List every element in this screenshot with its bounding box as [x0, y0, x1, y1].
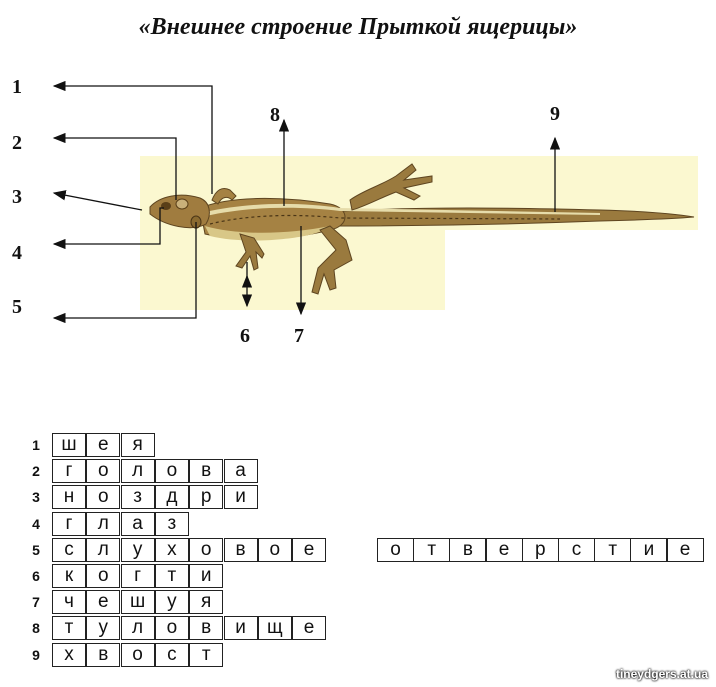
callout-6: 6 [240, 325, 250, 347]
crossword-cell: в [86, 643, 120, 667]
crossword-cell: о [155, 616, 189, 640]
crossword-cell: е [292, 538, 326, 562]
crossword-cell: о [86, 564, 120, 588]
crossword-cell: о [189, 538, 223, 562]
crossword-cell: л [121, 616, 155, 640]
callout-4: 4 [12, 242, 22, 264]
crossword-cell: о [86, 459, 120, 483]
crossword-cell: я [189, 590, 223, 614]
crossword-row-number: 1 [22, 432, 50, 458]
crossword-cell: г [121, 564, 155, 588]
crossword-cell-extra: о [377, 538, 414, 562]
crossword-cell: х [52, 643, 86, 667]
crossword-row-number: 9 [22, 642, 50, 668]
crossword-cell: з [121, 485, 155, 509]
crossword-cell: е [86, 590, 120, 614]
crossword-cell: о [155, 459, 189, 483]
crossword-cell: я [121, 433, 155, 457]
crossword-cell: т [189, 643, 223, 667]
crossword-cell: л [86, 512, 120, 536]
leader-3 [54, 193, 142, 210]
crossword-row-number: 6 [22, 563, 50, 589]
crossword-row-number: 5 [22, 537, 50, 563]
crossword-cell: е [86, 433, 120, 457]
crossword-cell-extra: е [486, 538, 523, 562]
crossword-cell: о [258, 538, 292, 562]
crossword-cell: у [121, 538, 155, 562]
crossword-cell: р [189, 485, 223, 509]
crossword-cell: в [189, 459, 223, 483]
crossword-cell: в [189, 616, 223, 640]
crossword-cell: ч [52, 590, 86, 614]
crossword-cell-extra: р [522, 538, 559, 562]
crossword-cell: л [86, 538, 120, 562]
crossword-cell: о [121, 643, 155, 667]
crossword-cell: д [155, 485, 189, 509]
crossword-cell: х [155, 538, 189, 562]
crossword-cell-extra: т [413, 538, 450, 562]
crossword-cell: т [52, 616, 86, 640]
crossword-cell: к [52, 564, 86, 588]
crossword-cell: ш [121, 590, 155, 614]
crossword-cell: т [155, 564, 189, 588]
callout-2: 2 [12, 132, 22, 154]
watermark: tineydgers.at.ua [616, 667, 708, 681]
crossword-row-number: 2 [22, 458, 50, 484]
crossword-cell: г [52, 459, 86, 483]
crossword-cell-extra: е [667, 538, 704, 562]
crossword-cell: г [52, 512, 86, 536]
crossword-cell-extra: в [449, 538, 486, 562]
crossword-cell: и [189, 564, 223, 588]
crossword-cell: о [86, 485, 120, 509]
crossword-cell: а [121, 512, 155, 536]
crossword-cell: н [52, 485, 86, 509]
image-background-lower [140, 228, 445, 310]
crossword-cell: и [224, 616, 258, 640]
callout-7: 7 [294, 325, 304, 347]
callout-3: 3 [12, 186, 22, 208]
crossword-cell-extra: т [594, 538, 631, 562]
crossword-row-number: 8 [22, 615, 50, 641]
crossword-cell: с [155, 643, 189, 667]
crossword-row-number: 7 [22, 589, 50, 615]
lizard-diagram: 1 2 3 4 5 6 7 8 9 [0, 0, 716, 420]
crossword-cell: у [155, 590, 189, 614]
crossword-cell: л [121, 459, 155, 483]
callout-5: 5 [12, 296, 22, 318]
crossword-cell: з [155, 512, 189, 536]
crossword-row-number: 4 [22, 511, 50, 537]
crossword-cell: ш [52, 433, 86, 457]
crossword-cell: е [292, 616, 326, 640]
callout-1: 1 [12, 76, 22, 98]
crossword-cell: с [52, 538, 86, 562]
crossword-cell-extra: и [630, 538, 667, 562]
crossword-cell: в [224, 538, 258, 562]
crossword-row-number: 3 [22, 484, 50, 510]
crossword-cell: а [224, 459, 258, 483]
crossword-cell: у [86, 616, 120, 640]
crossword-cell: и [224, 485, 258, 509]
crossword-cell: щ [258, 616, 292, 640]
callout-8: 8 [270, 104, 280, 126]
callout-9: 9 [550, 103, 560, 125]
crossword-cell-extra: с [558, 538, 595, 562]
